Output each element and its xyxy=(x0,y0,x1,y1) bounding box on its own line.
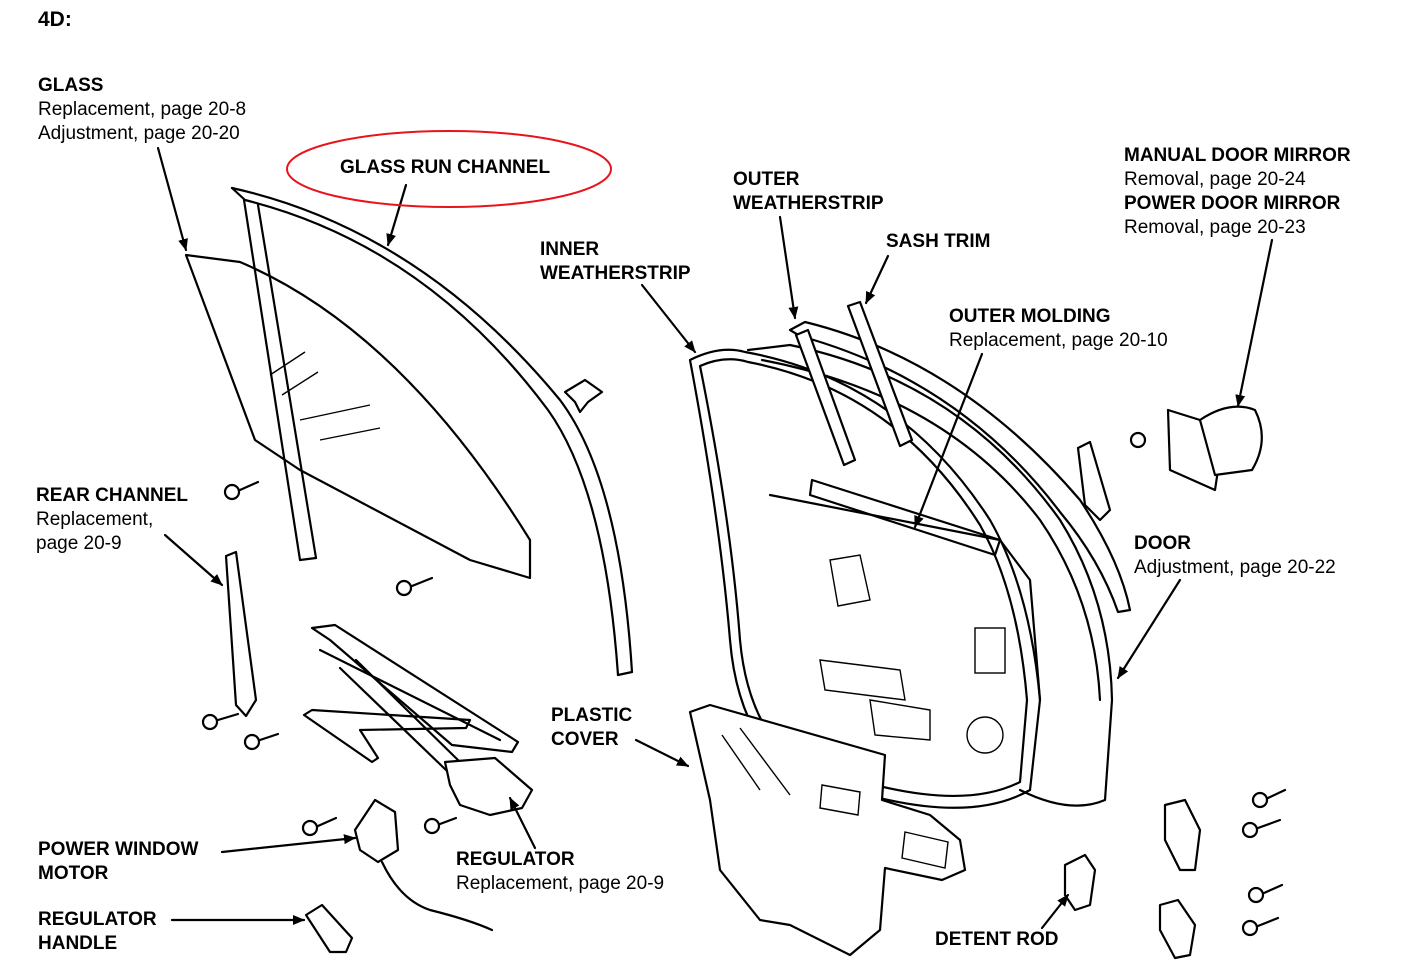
inner-weatherstrip-title-2: WEATHERSTRIP xyxy=(540,263,691,284)
regulator-part xyxy=(302,623,534,817)
glass-run-channel-label: GLASS RUN CHANNEL xyxy=(340,156,550,180)
rear-channel-title: REAR CHANNEL xyxy=(36,485,188,506)
detent-rod-title: DETENT ROD xyxy=(935,929,1059,950)
outer-weatherstrip-title-2: WEATHERSTRIP xyxy=(733,193,884,214)
glass-pane xyxy=(184,253,532,580)
detent-rod-label: DETENT ROD xyxy=(935,928,1059,952)
detent-rod-part xyxy=(1063,853,1097,912)
outer-molding-label: OUTER MOLDING Replacement, page 20-10 xyxy=(949,305,1168,353)
sash-trim-label: SASH TRIM xyxy=(886,230,991,254)
rear-channel-label: REAR CHANNEL Replacement, page 20-9 xyxy=(36,484,188,556)
highlight-ellipse xyxy=(286,130,612,208)
regulator-handle-part xyxy=(304,903,354,954)
door-body xyxy=(746,320,1132,807)
door-label: DOOR Adjustment, page 20-22 xyxy=(1134,532,1336,580)
power-window-motor-title-2: MOTOR xyxy=(38,863,109,884)
regulator-label: REGULATOR Replacement, page 20-9 xyxy=(456,848,664,896)
glass-replacement: Replacement, page 20-8 xyxy=(38,99,247,120)
sash-trim-part xyxy=(846,300,914,448)
power-window-motor-part xyxy=(353,798,494,932)
rear-channel-line-1: Replacement, xyxy=(36,509,154,530)
glass-run-channel-title: GLASS RUN CHANNEL xyxy=(340,157,551,178)
rear-channel-part xyxy=(224,550,258,718)
section-heading: 4D: xyxy=(38,8,72,31)
rear-channel-line-2: page 20-9 xyxy=(36,533,122,554)
manual-mirror-removal: Removal, page 20-24 xyxy=(1124,169,1306,190)
manual-mirror-title: MANUAL DOOR MIRROR xyxy=(1124,145,1351,166)
bolts xyxy=(201,431,1287,937)
outer-weatherstrip-label: OUTER WEATHERSTRIP xyxy=(733,168,884,216)
door-adjustment: Adjustment, page 20-22 xyxy=(1134,557,1336,578)
plastic-cover-part xyxy=(688,703,967,957)
regulator-handle-label: REGULATOR HANDLE xyxy=(38,908,157,956)
leader-lines xyxy=(156,146,1274,930)
regulator-handle-title-2: HANDLE xyxy=(38,933,118,954)
power-mirror-removal: Removal, page 20-23 xyxy=(1124,217,1306,238)
outer-molding-replacement: Replacement, page 20-10 xyxy=(949,330,1168,351)
hinges xyxy=(1158,798,1202,960)
glass-run-channel xyxy=(230,186,634,677)
door-mirror-part xyxy=(1076,405,1263,522)
glass-adjustment: Adjustment, page 20-20 xyxy=(38,123,240,144)
plastic-cover-title-1: PLASTIC xyxy=(551,705,633,726)
power-mirror-title: POWER DOOR MIRROR xyxy=(1124,193,1341,214)
outer-weatherstrip-title-1: OUTER xyxy=(733,169,800,190)
glass-clip xyxy=(563,378,604,414)
power-window-motor-label: POWER WINDOW MOTOR xyxy=(38,838,198,886)
inner-weatherstrip-label: INNER WEATHERSTRIP xyxy=(540,238,691,286)
plastic-cover-label: PLASTIC COVER xyxy=(551,704,632,752)
glass-title: GLASS xyxy=(38,75,104,96)
sash-trim-title: SASH TRIM xyxy=(886,231,991,252)
regulator-replacement: Replacement, page 20-9 xyxy=(456,873,665,894)
regulator-handle-title-1: REGULATOR xyxy=(38,909,157,930)
plastic-cover-title-2: COVER xyxy=(551,729,619,750)
regulator-title: REGULATOR xyxy=(456,849,575,870)
door-title: DOOR xyxy=(1134,533,1191,554)
outer-molding-title: OUTER MOLDING xyxy=(949,306,1111,327)
glass-label: GLASS Replacement, page 20-8 Adjustment,… xyxy=(38,74,246,146)
door-mirror-label: MANUAL DOOR MIRROR Removal, page 20-24 P… xyxy=(1124,144,1351,240)
power-window-motor-title-1: POWER WINDOW xyxy=(38,839,199,860)
inner-weatherstrip-title-1: INNER xyxy=(540,239,600,260)
outer-weatherstrip-part xyxy=(794,328,857,467)
